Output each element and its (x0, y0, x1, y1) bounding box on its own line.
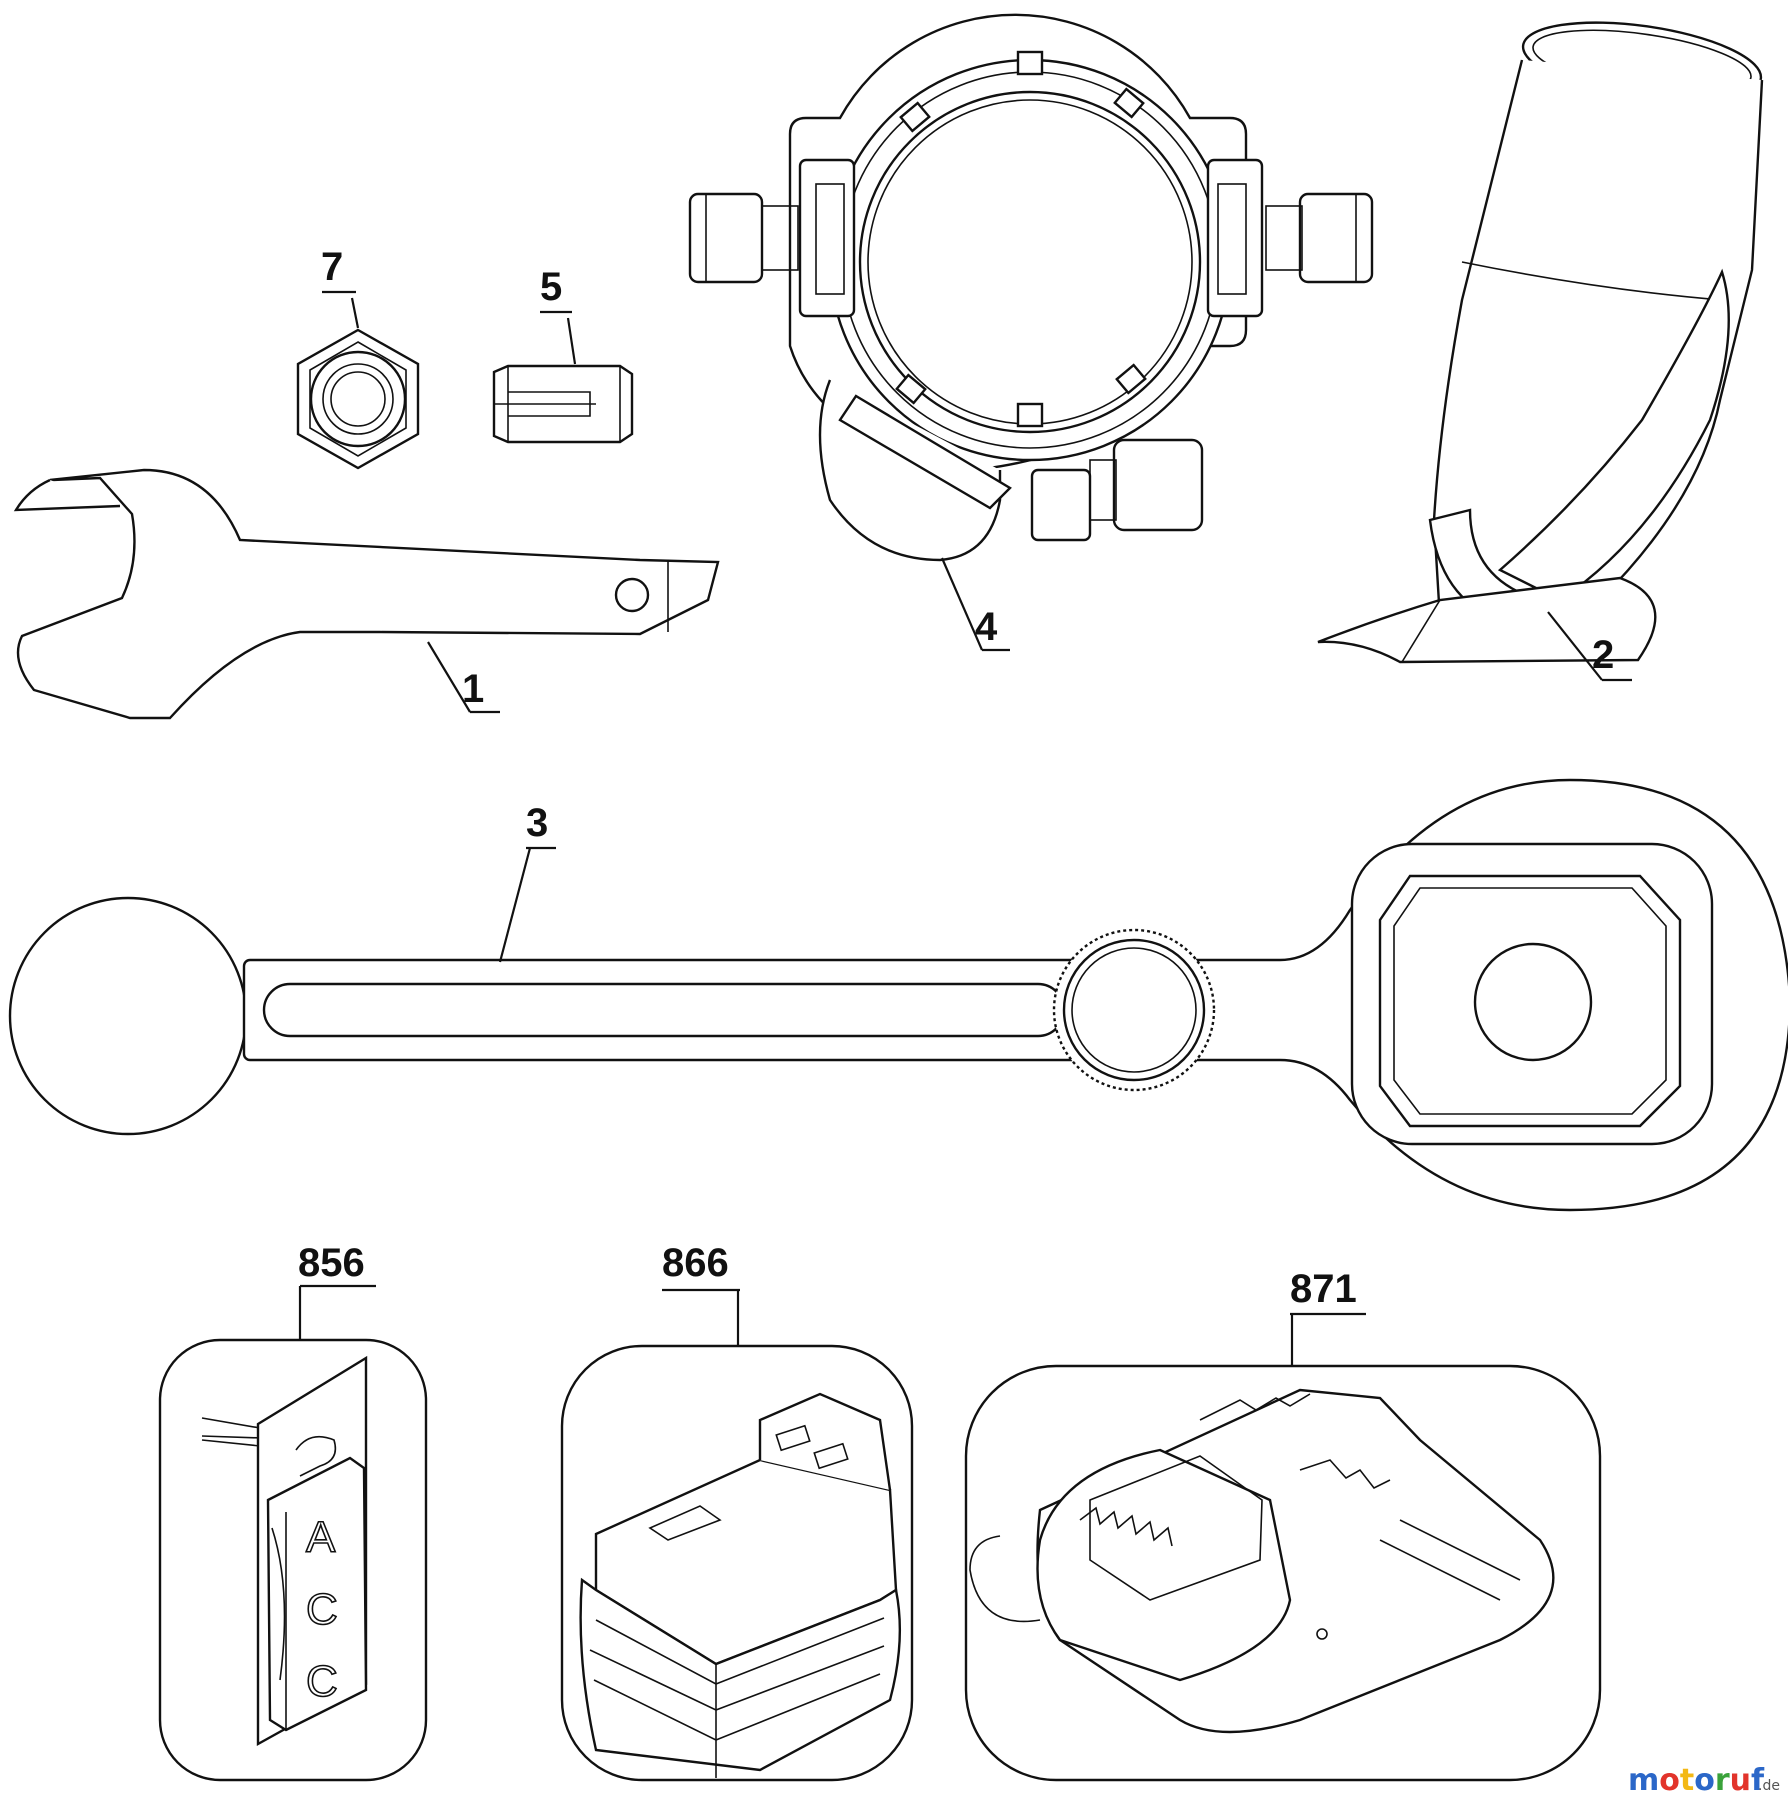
watermark-letter: f (1751, 1763, 1765, 1798)
label-1: 1 (462, 667, 484, 711)
label-tag-part: A C C 856 (158, 1241, 428, 1782)
label-2: 2 (1592, 633, 1614, 677)
label-4: 4 (975, 605, 998, 649)
label-sheet-letter-c-2: C (306, 1657, 338, 1706)
edge-guide-arm-part: 3 (8, 778, 1788, 1212)
watermark-letter: t (1680, 1763, 1694, 1798)
motoruf-watermark: motoruf .de (1628, 1763, 1780, 1798)
label-5: 5 (540, 265, 562, 309)
watermark-letter: r (1715, 1763, 1730, 1798)
watermark-brand: motoruf (1628, 1763, 1765, 1798)
label-871: 871 (1290, 1267, 1357, 1311)
label-856: 856 (298, 1241, 365, 1285)
label-sheet-letter-c-1: C (306, 1585, 338, 1634)
watermark-letter: o (1694, 1763, 1715, 1798)
label-866: 866 (662, 1241, 729, 1285)
dust-extraction-adapter-part: 4 (688, 13, 1374, 652)
collet-part: 5 (492, 265, 634, 444)
watermark-letter: u (1730, 1763, 1751, 1798)
nozzle-part: 2 (1317, 21, 1764, 682)
label-sheet-letter-a: A (306, 1513, 336, 1562)
battery-charger-part: 871 (964, 1267, 1602, 1782)
battery-pack-part: 866 (560, 1241, 914, 1782)
watermark-letter: m (1628, 1763, 1659, 1798)
label-3: 3 (526, 801, 548, 845)
label-7: 7 (321, 245, 343, 289)
watermark-letter: o (1659, 1763, 1680, 1798)
nut-part: 7 (296, 245, 420, 470)
open-end-wrench-part: 1 (13, 468, 720, 720)
watermark-suffix: .de (1758, 1778, 1780, 1794)
